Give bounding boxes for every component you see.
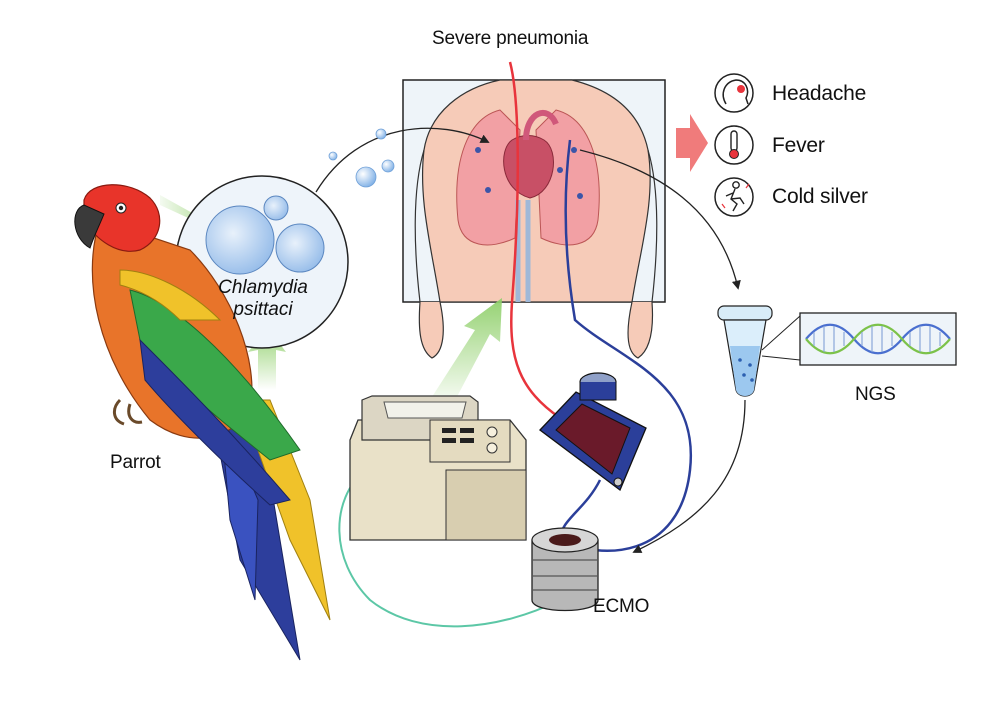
ecmo-pump (531, 527, 599, 612)
parrot-illustration (74, 184, 331, 661)
sample-tube (717, 305, 801, 397)
machine-to-lungs-arrow (430, 298, 502, 410)
pathogen-label: Chlamydia psittaci (188, 277, 338, 321)
symptom-fever-label: Fever (772, 134, 825, 157)
symptom-icons (714, 73, 754, 217)
ecmo-console (349, 395, 527, 541)
ngs-dna-panel (799, 312, 957, 366)
symptom-headache-label: Headache (772, 82, 867, 105)
pathogen-species: psittaci (233, 299, 293, 320)
symptom-cold-silver-label: Cold silver (772, 185, 868, 208)
return-line (338, 469, 561, 628)
diagram-title: Severe pneumonia (432, 28, 589, 49)
arterial-line (508, 61, 561, 420)
torso-panel (402, 79, 666, 359)
pathogen-to-lungs-arrow (315, 127, 490, 193)
symptom-arrow (676, 114, 708, 172)
parrot-label: Parrot (110, 452, 161, 473)
sample-to-ecmo-arrow (632, 399, 746, 553)
oxygenator (539, 372, 647, 492)
ngs-label: NGS (855, 384, 896, 405)
pathogen-genus: Chlamydia (218, 277, 308, 298)
ecmo-label: ECMO (593, 596, 650, 617)
bubbles (328, 128, 395, 188)
lungs-to-sample-arrow (579, 149, 741, 290)
